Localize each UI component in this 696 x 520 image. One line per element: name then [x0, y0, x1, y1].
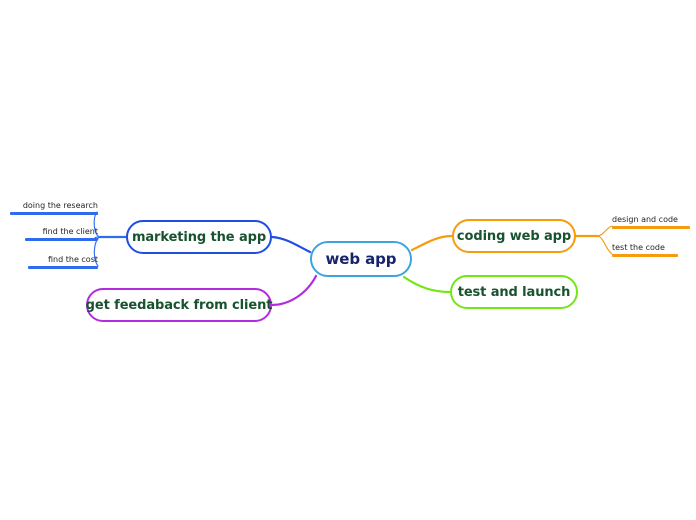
leaf-node-design-and-code-label: design and code: [612, 215, 678, 224]
branch-node-coding[interactable]: coding web app: [452, 219, 576, 253]
branch-node-test-and-launch-label: test and launch: [457, 284, 571, 300]
branch-node-marketing[interactable]: marketing the app: [126, 220, 272, 254]
leaf-node-test-the-code[interactable]: test the code: [612, 242, 678, 257]
leaf-underline: [28, 266, 98, 269]
connector-central-to-marketing: [270, 235, 312, 254]
leaf-node-find-the-cost[interactable]: find the cost: [28, 254, 98, 269]
connector-coding-to-testcode: [597, 235, 613, 255]
leaf-underline: [25, 238, 98, 241]
connector-central-to-testlaunch: [402, 275, 452, 294]
branch-node-feedback-label: get feedaback from client: [85, 297, 273, 313]
connector-central-to-coding: [410, 234, 454, 252]
central-node-label: web app: [325, 249, 397, 268]
leaf-node-design-and-code[interactable]: design and code: [612, 214, 690, 229]
branch-node-test-and-launch[interactable]: test and launch: [450, 275, 578, 309]
connector-coding-to-design: [597, 225, 613, 237]
leaf-node-find-the-client[interactable]: find the client: [25, 226, 98, 241]
leaf-underline: [10, 212, 98, 215]
leaf-node-test-the-code-label: test the code: [612, 243, 665, 252]
leaf-node-find-the-cost-label: find the cost: [48, 255, 98, 264]
leaf-node-find-the-client-label: find the client: [42, 227, 98, 236]
branch-node-marketing-label: marketing the app: [131, 229, 267, 245]
branch-node-feedback[interactable]: get feedaback from client: [86, 288, 272, 322]
leaf-node-doing-the-research-label: doing the research: [22, 201, 98, 210]
leaf-underline: [612, 254, 678, 257]
connector-central-to-feedback: [270, 274, 318, 307]
branch-node-coding-label: coding web app: [456, 228, 572, 244]
leaf-node-doing-the-research[interactable]: doing the research: [10, 200, 98, 215]
central-node[interactable]: web app: [310, 241, 412, 277]
leaf-underline: [612, 226, 690, 229]
